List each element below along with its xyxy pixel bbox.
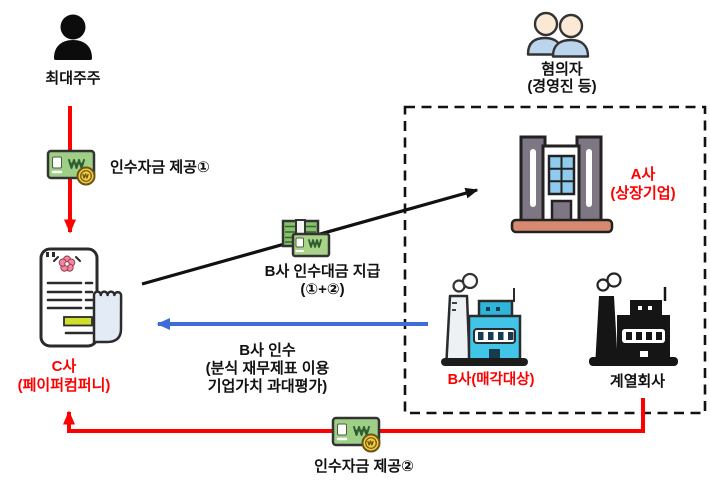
shareholder-label: 최대주주 bbox=[45, 70, 101, 87]
suspects-label-line1: 혐의자 bbox=[541, 61, 583, 78]
shareholder-person-icon bbox=[54, 14, 92, 60]
affiliate-label: 계열회사 bbox=[609, 373, 666, 390]
company-c-label: C사 (페이퍼컴퍼니) bbox=[2, 357, 126, 395]
company-c-document-icon bbox=[39, 247, 123, 348]
fund1-label: 인수자금 제공① bbox=[110, 159, 210, 176]
acquisition-label: B사 인수 (분식 재무제표 이용 기업가치 과대평가) bbox=[170, 342, 365, 396]
payment-label-line1: B사 인수대금 지급 bbox=[264, 263, 381, 280]
suspects-label: 혐의자 (경영진 등) bbox=[502, 61, 622, 95]
company-b-factory-icon bbox=[441, 272, 528, 366]
suspects-dashed-box bbox=[403, 105, 707, 415]
fund2-label: 인수자금 제공② bbox=[314, 458, 414, 475]
company-a-label: A사 (상장기업) bbox=[584, 165, 702, 203]
money-stack-icon-payment bbox=[281, 219, 331, 258]
suspects-label-line2: (경영진 등) bbox=[527, 78, 597, 95]
acquisition-label-line1: B사 인수 bbox=[239, 342, 296, 359]
acquisition-label-line3: 기업가치 과대평가) bbox=[207, 378, 328, 395]
suspects-people-icon bbox=[526, 11, 590, 58]
company-a-name: A사 bbox=[630, 166, 656, 183]
payment-label-line2: (①+②) bbox=[300, 281, 345, 298]
company-b-label: B사(매각대상) bbox=[447, 372, 535, 388]
company-a-desc: (상장기업) bbox=[610, 185, 676, 202]
affiliate-factory-icon bbox=[589, 272, 678, 366]
flower-seal-icon bbox=[58, 255, 76, 272]
acquisition-label-line2: (분식 재무제표 이용 bbox=[205, 360, 330, 377]
company-c-name: C사 bbox=[51, 358, 77, 375]
company-a-building-icon bbox=[510, 135, 614, 234]
payment-label: B사 인수대금 지급 (①+②) bbox=[235, 263, 410, 299]
money-note-icon-fund2 bbox=[331, 416, 381, 453]
company-c-desc: (페이퍼컴퍼니) bbox=[17, 377, 111, 394]
